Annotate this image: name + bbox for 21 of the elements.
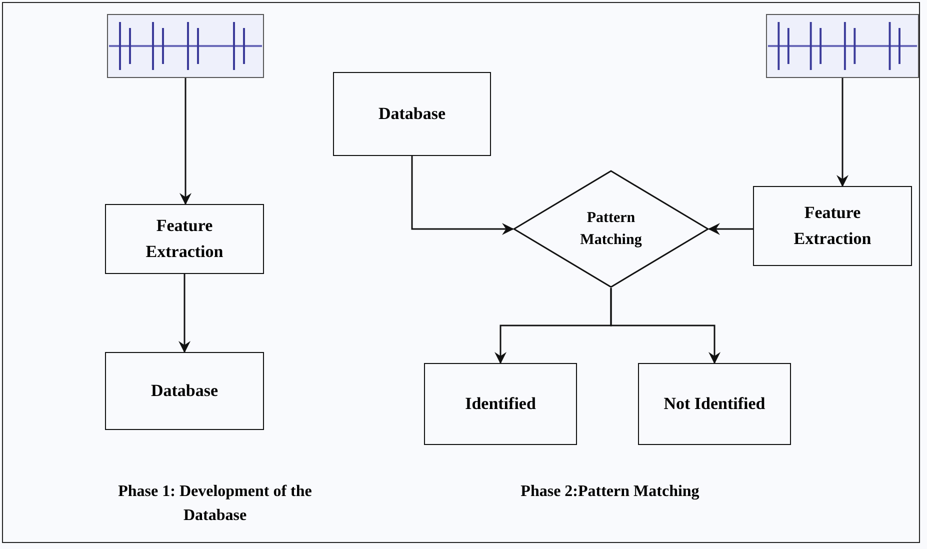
- decision-label: Pattern Matching: [579, 209, 643, 250]
- process-box: [424, 363, 577, 445]
- arrow: [836, 78, 848, 187]
- process-box: [753, 186, 912, 266]
- arrow: [411, 156, 514, 235]
- arrow: [180, 78, 192, 205]
- box-label: Not Identified: [662, 393, 766, 415]
- arrow: [610, 288, 720, 364]
- box-label: Feature Extraction: [144, 215, 224, 263]
- box-label: Identified: [464, 393, 537, 415]
- arrow: [178, 274, 190, 353]
- process-box: [105, 204, 264, 274]
- arrow: [708, 223, 753, 235]
- phase-caption: Phase 2:Pattern Matching: [520, 482, 700, 502]
- box-label: Database: [150, 380, 220, 402]
- phase-caption: Phase 1: Development of the Database: [117, 482, 313, 526]
- box-label: Database: [377, 103, 447, 125]
- process-box: [333, 72, 491, 156]
- box-label: Feature Extraction: [792, 202, 872, 250]
- process-box: [105, 352, 264, 430]
- process-box: [638, 363, 791, 445]
